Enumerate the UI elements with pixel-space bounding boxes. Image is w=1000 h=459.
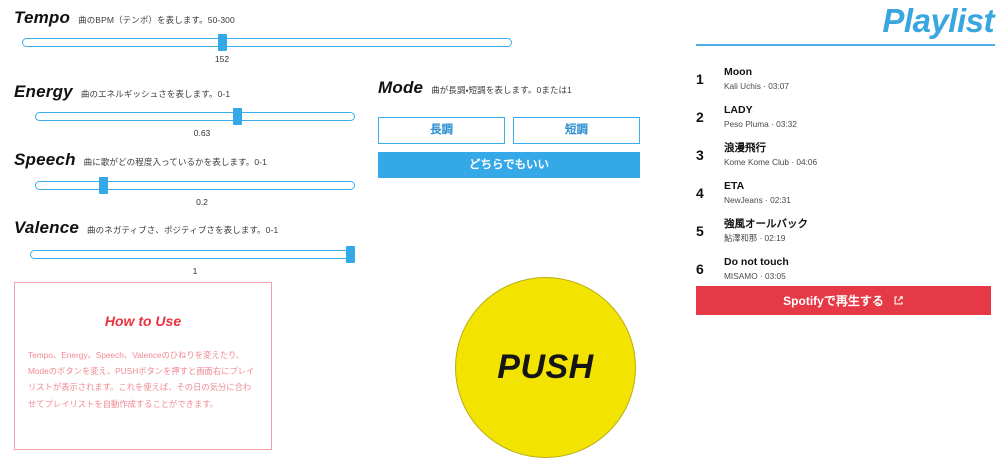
param-speech-description: 曲に歌がどの程度入っているかを表します。0-1 <box>83 157 267 167</box>
mode-description: 曲が長調・短調を表します。0または1 <box>431 85 572 95</box>
track-row[interactable]: 2 LADY Peso Pluma · 03:32 <box>690 98 1000 136</box>
track-meta: ETA NewJeans · 02:31 <box>724 179 1000 207</box>
track-number: 5 <box>696 223 704 239</box>
param-energy-description: 曲のエネルギッシュさを表します。0-1 <box>80 89 231 99</box>
slider-tempo-thumb[interactable] <box>218 34 227 51</box>
mode-button-minor[interactable]: 短調 <box>513 117 640 144</box>
spotify-play-button-label: Spotifyで再生する <box>783 294 884 308</box>
slider-energy-value: 0.63 <box>193 128 211 138</box>
slider-speech-track[interactable] <box>35 181 355 190</box>
param-tempo-title: Tempo <box>14 8 71 27</box>
how-to-use-title: How to Use <box>104 313 182 329</box>
track-artist-duration: Kome Kome Club · 04:06 <box>724 157 818 168</box>
slider-valence[interactable]: 1 <box>30 246 355 278</box>
param-tempo-description: 曲のBPM（テンポ）を表します。50-300 <box>78 15 235 25</box>
push-button-label: PUSH <box>497 348 594 386</box>
param-valence-header: Valence 曲のネガティブさ、ポジティブさを表します。0-1 <box>14 218 278 238</box>
track-title: LADY <box>724 104 753 117</box>
slider-energy[interactable]: 0.63 <box>35 108 355 140</box>
mode-button-group: 長調 短調 <box>378 117 640 144</box>
param-energy-title: Energy <box>14 82 73 101</box>
slider-valence-value: 1 <box>192 266 198 276</box>
param-tempo: Tempo 曲のBPM（テンポ）を表します。50-300 <box>14 8 235 28</box>
how-to-use-body: Tempo、Energy、Speech、Valenceのひねりを変えたり、Mod… <box>28 350 255 409</box>
param-valence-title: Valence <box>14 218 80 237</box>
slider-valence-thumb[interactable] <box>346 246 355 263</box>
slider-speech[interactable]: 0.2 <box>35 177 355 209</box>
playlist-divider <box>696 44 995 46</box>
param-speech: Speech 曲に歌がどの程度入っているかを表します。0-1 <box>14 150 267 170</box>
spotify-play-button[interactable]: Spotifyで再生する <box>696 286 991 315</box>
track-artist-duration: Kali Uchis · 03:07 <box>724 81 790 92</box>
track-artist-duration: 鮎澤和那 · 02:19 <box>724 233 786 244</box>
track-meta: 強風オールバック鮎澤和那 · 02:19 <box>724 217 1000 245</box>
mode-header: Mode 曲が長調・短調を表します。0または1 <box>378 78 640 98</box>
track-number: 3 <box>696 147 704 163</box>
slider-speech-thumb[interactable] <box>99 177 108 194</box>
track-artist-duration: NewJeans · 02:31 <box>724 195 791 206</box>
slider-speech-value: 0.2 <box>196 197 208 207</box>
track-title: Do not touch <box>724 256 789 269</box>
track-artist-duration: Peso Pluma · 03:32 <box>724 119 797 130</box>
track-title: 浪漫飛行 <box>724 142 766 155</box>
slider-energy-track[interactable] <box>35 112 355 121</box>
mode-button-any[interactable]: どちらでもいい <box>378 152 640 178</box>
param-speech-title: Speech <box>14 150 76 169</box>
track-title: ETA <box>724 180 745 193</box>
track-meta: 浪漫飛行 Kome Kome Club · 04:06 <box>724 141 1000 169</box>
mode-title: Mode <box>378 78 424 97</box>
how-to-use-card: How to Use Tempo、Energy、Speech、Valenceのひ… <box>14 282 272 450</box>
track-number: 1 <box>696 71 704 87</box>
param-valence: Valence 曲のネガティブさ、ポジティブさを表します。0-1 <box>14 218 278 238</box>
slider-energy-thumb[interactable] <box>233 108 242 125</box>
param-valence-description: 曲のネガティブさ、ポジティブさを表します。0-1 <box>87 225 279 235</box>
track-row[interactable]: 5 強風オールバック鮎澤和那 · 02:19 <box>690 212 1000 250</box>
mode-block: Mode 曲が長調・短調を表します。0または1 長調 短調 どちらでもいい <box>378 78 640 178</box>
track-row[interactable]: 3 浪漫飛行 Kome Kome Club · 04:06 <box>690 136 1000 174</box>
slider-tempo-value: 152 <box>214 54 230 64</box>
external-link-icon <box>893 295 904 306</box>
track-title: Moon <box>724 66 752 79</box>
playlist-title: Playlist <box>882 2 994 39</box>
track-artist-duration: MISAMO · 03:05 <box>724 271 786 282</box>
track-number: 4 <box>696 185 704 201</box>
track-title: 強風オールバック <box>724 218 808 231</box>
push-button[interactable]: PUSH <box>455 277 636 458</box>
slider-valence-track[interactable] <box>30 250 355 259</box>
track-meta: LADY Peso Pluma · 03:32 <box>724 103 1000 131</box>
param-energy: Energy 曲のエネルギッシュさを表します。0-1 <box>14 82 230 102</box>
mode-button-major[interactable]: 長調 <box>378 117 505 144</box>
track-row[interactable]: 4 ETA NewJeans · 02:31 <box>690 174 1000 212</box>
controls-panel: Tempo 曲のBPM（テンポ）を表します。50-300 152 Energy … <box>14 8 640 458</box>
param-energy-header: Energy 曲のエネルギッシュさを表します。0-1 <box>14 82 230 102</box>
track-number: 6 <box>696 261 704 277</box>
slider-tempo[interactable]: 152 <box>22 34 512 66</box>
slider-tempo-track[interactable] <box>22 38 512 47</box>
param-tempo-header: Tempo 曲のBPM（テンポ）を表します。50-300 <box>14 8 235 28</box>
track-number: 2 <box>696 109 704 125</box>
param-speech-header: Speech 曲に歌がどの程度入っているかを表します。0-1 <box>14 150 267 170</box>
